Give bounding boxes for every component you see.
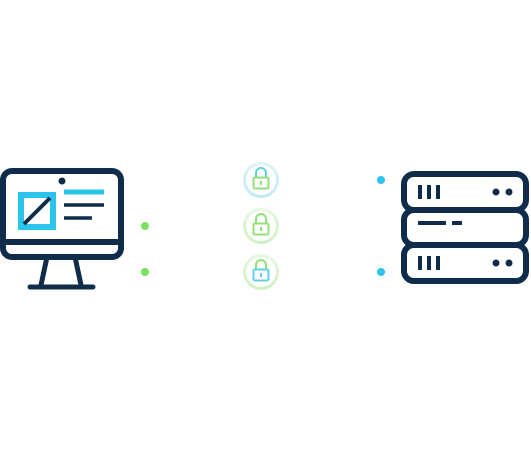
monitor-screen-frame bbox=[0, 168, 124, 260]
server-unit bbox=[401, 171, 529, 213]
monitor-icon bbox=[0, 168, 124, 290]
monitor-stand bbox=[38, 256, 84, 286]
server-unit bbox=[401, 207, 529, 248]
connection-endpoint bbox=[377, 176, 385, 184]
lock-icon bbox=[241, 206, 281, 246]
lock-icon bbox=[241, 252, 281, 292]
monitor-camera-dot bbox=[58, 177, 66, 185]
lock-icon bbox=[241, 160, 281, 200]
connection-endpoint bbox=[141, 222, 149, 230]
server-stack-icon bbox=[401, 171, 529, 284]
connection-endpoint bbox=[377, 268, 385, 276]
server-unit bbox=[401, 242, 529, 284]
connection-endpoint bbox=[141, 268, 149, 276]
